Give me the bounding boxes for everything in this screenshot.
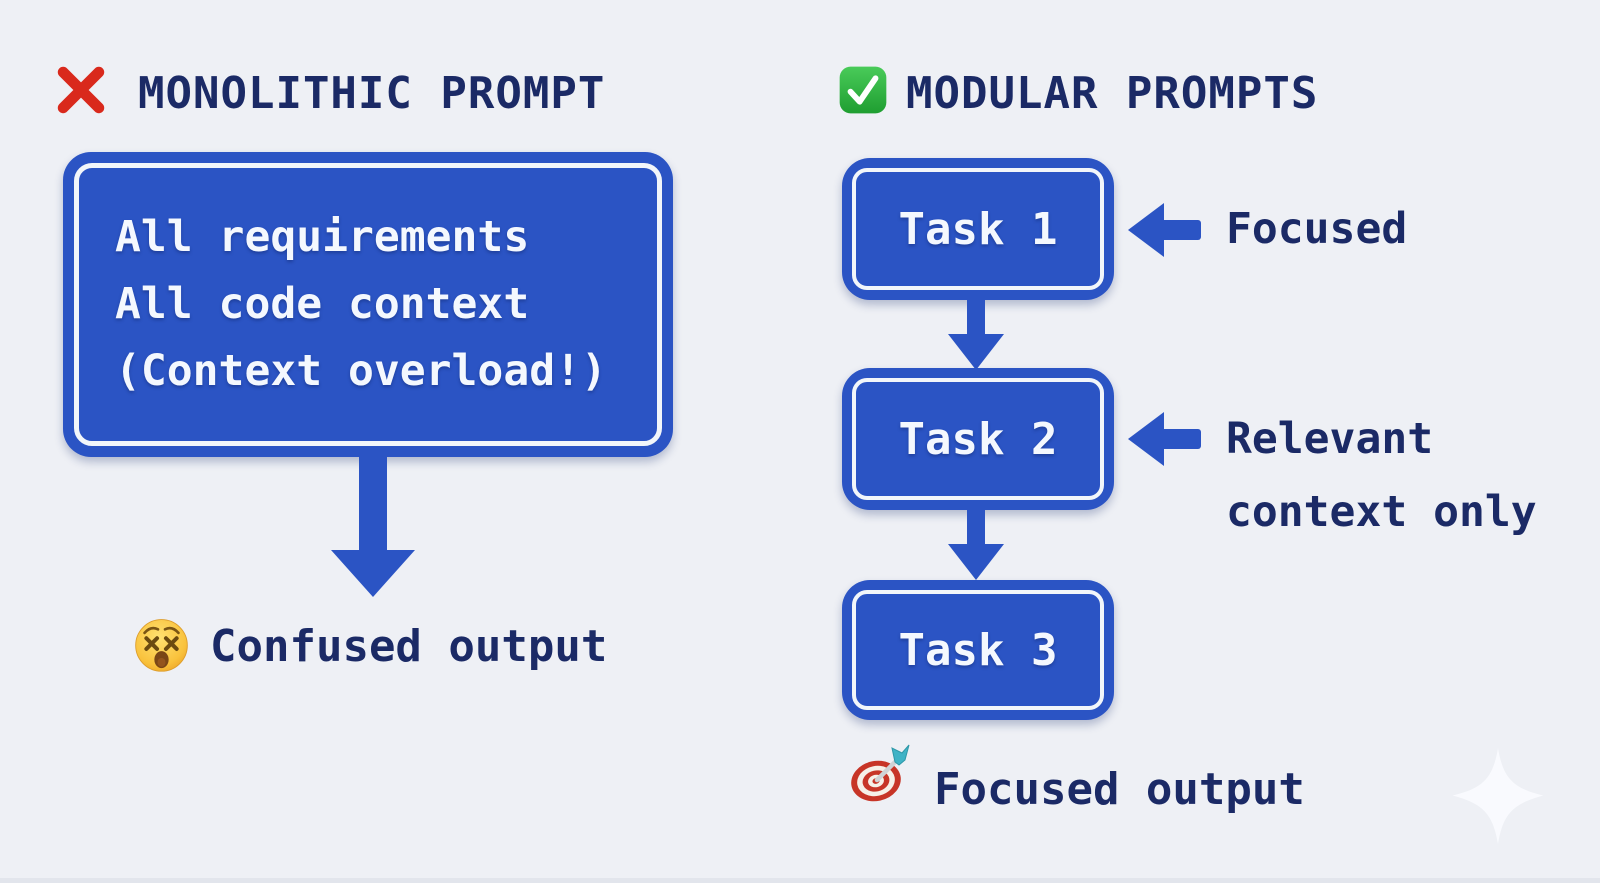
down-arrow-monolithic-icon bbox=[331, 450, 415, 597]
dizzy-face-icon bbox=[135, 619, 188, 672]
task-3-box: Task 3 bbox=[842, 580, 1114, 720]
monolithic-prompt-box: All requirements All code context (Conte… bbox=[63, 152, 673, 457]
bottom-edge-divider bbox=[0, 878, 1600, 883]
down-arrow-task2-icon bbox=[948, 506, 1004, 580]
task-3-box-inner: Task 3 bbox=[852, 590, 1104, 710]
task-1-box-inner: Task 1 bbox=[852, 168, 1104, 290]
task-label: Task 3 bbox=[898, 624, 1058, 676]
task-2-box-inner: Task 2 bbox=[852, 378, 1104, 500]
task-2-box: Task 2 bbox=[842, 368, 1114, 510]
left-arrow-relevant-icon bbox=[1128, 412, 1201, 466]
annotation-focused: Focused bbox=[1226, 204, 1408, 254]
dart-icon bbox=[851, 744, 910, 802]
prompt-box-line: All requirements bbox=[115, 212, 530, 262]
annotation-line: context only bbox=[1226, 487, 1537, 537]
annotation-line: Relevant bbox=[1226, 414, 1434, 464]
confused-output-label: Confused output bbox=[210, 621, 608, 672]
check-mark-icon bbox=[839, 66, 887, 114]
task-label: Task 1 bbox=[898, 203, 1058, 255]
annotation-relevant-context: Relevant context only bbox=[1226, 403, 1537, 549]
left-arrow-focused-icon bbox=[1128, 203, 1201, 257]
task-label: Task 2 bbox=[898, 413, 1058, 465]
focused-output-label: Focused output bbox=[934, 764, 1305, 815]
down-arrow-task1-icon bbox=[948, 296, 1004, 370]
monolithic-header-title: MONOLITHIC PROMPT bbox=[138, 68, 606, 119]
monolithic-prompt-box-inner: All requirements All code context (Conte… bbox=[74, 163, 662, 446]
sparkle-icon bbox=[1452, 748, 1544, 844]
prompt-box-line: All code context bbox=[115, 279, 530, 329]
prompt-box-line: (Context overload!) bbox=[115, 346, 607, 396]
cross-mark-icon bbox=[57, 66, 105, 114]
task-1-box: Task 1 bbox=[842, 158, 1114, 300]
modular-header-title: MODULAR PROMPTS bbox=[906, 68, 1319, 119]
